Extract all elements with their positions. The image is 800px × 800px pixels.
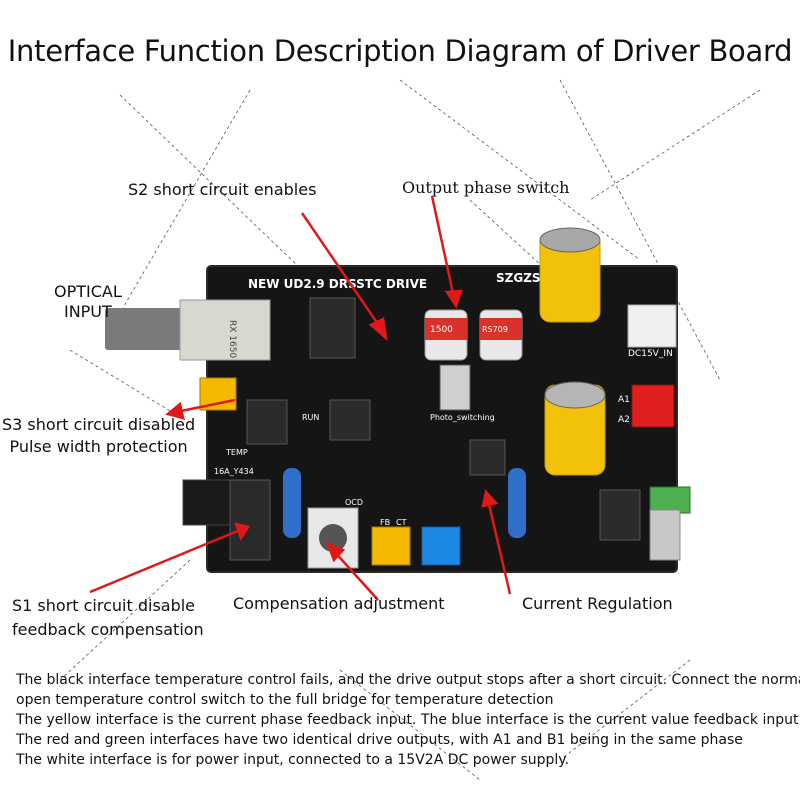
capacitor-1500: 1500 bbox=[424, 309, 468, 361]
resistors bbox=[283, 468, 526, 538]
label-s1-line2: feedback compensation bbox=[12, 620, 204, 639]
description-notes: The black interface temperature control … bbox=[16, 670, 800, 770]
note-line-2: open temperature control switch to the f… bbox=[16, 692, 554, 708]
label-s3: S3 short circuit disabled Pulse width pr… bbox=[2, 414, 195, 458]
jumper-s1 bbox=[229, 479, 271, 561]
capacitor-rs709-label: RS709 bbox=[482, 325, 508, 334]
note-line-5: The white interface is for power input, … bbox=[16, 752, 570, 768]
label-compensation: Compensation adjustment bbox=[233, 594, 445, 613]
board-label-ct: CT bbox=[396, 518, 407, 527]
board-label-fb: FB bbox=[380, 518, 390, 527]
trimmer-knob bbox=[319, 524, 347, 552]
board-label-part: 16A_Y434 bbox=[214, 467, 254, 476]
label-optical-input: OPTICAL INPUT bbox=[54, 282, 122, 322]
label-optical-line1: OPTICAL bbox=[54, 282, 122, 301]
label-current-regulation: Current Regulation bbox=[522, 594, 673, 613]
page-title: Interface Function Description Diagram o… bbox=[7, 34, 793, 68]
board-label-temp: TEMP bbox=[225, 448, 248, 457]
black-temp-connector bbox=[182, 479, 234, 526]
ic-chips bbox=[246, 297, 641, 541]
note-line-1: The black interface temperature control … bbox=[16, 672, 800, 688]
capacitor-1500-label: 1500 bbox=[430, 325, 453, 335]
yellow-connector-fb bbox=[371, 526, 411, 566]
label-optical-line2: INPUT bbox=[63, 302, 112, 321]
capacitor-rs709: RS709 bbox=[479, 309, 523, 361]
label-s3-line1: S3 short circuit disabled bbox=[2, 415, 196, 434]
optical-receiver: RX 1650 bbox=[105, 299, 271, 361]
capacitor-large-top bbox=[539, 227, 601, 323]
red-connector-a1 bbox=[631, 384, 675, 428]
board-label-a1: A1 bbox=[618, 395, 630, 405]
board-label-ocd: OCD bbox=[345, 498, 363, 507]
optical-receiver-text: RX 1650 bbox=[227, 320, 237, 358]
label-s1-line1: S1 short circuit disable bbox=[12, 596, 196, 615]
silver-heatsink bbox=[649, 509, 681, 561]
board-label-run: RUN bbox=[302, 413, 319, 422]
note-line-4: The red and green interfaces have two id… bbox=[16, 732, 743, 748]
label-s2: S2 short circuit enables bbox=[128, 180, 317, 199]
board-label-power: DC15V_IN bbox=[628, 349, 673, 359]
label-s3-line2: Pulse width protection bbox=[9, 437, 188, 456]
blue-connector-ct bbox=[421, 526, 461, 566]
note-line-3: The yellow interface is the current phas… bbox=[16, 712, 799, 728]
board-label-photo: Photo_switching bbox=[430, 413, 495, 422]
board-name: NEW UD2.9 DRSSTC DRIVE bbox=[248, 277, 427, 291]
red-pointer-arrows bbox=[89, 195, 512, 601]
label-output-phase: Output phase switch bbox=[402, 178, 570, 197]
board-brand: SZGZS bbox=[496, 271, 541, 285]
green-connector-b bbox=[649, 486, 691, 514]
capacitor-large-right bbox=[544, 381, 606, 476]
white-power-connector bbox=[627, 304, 677, 348]
label-s1: S1 short circuit disable feedback compen… bbox=[12, 594, 204, 642]
board-label-a2: A2 bbox=[618, 415, 630, 425]
